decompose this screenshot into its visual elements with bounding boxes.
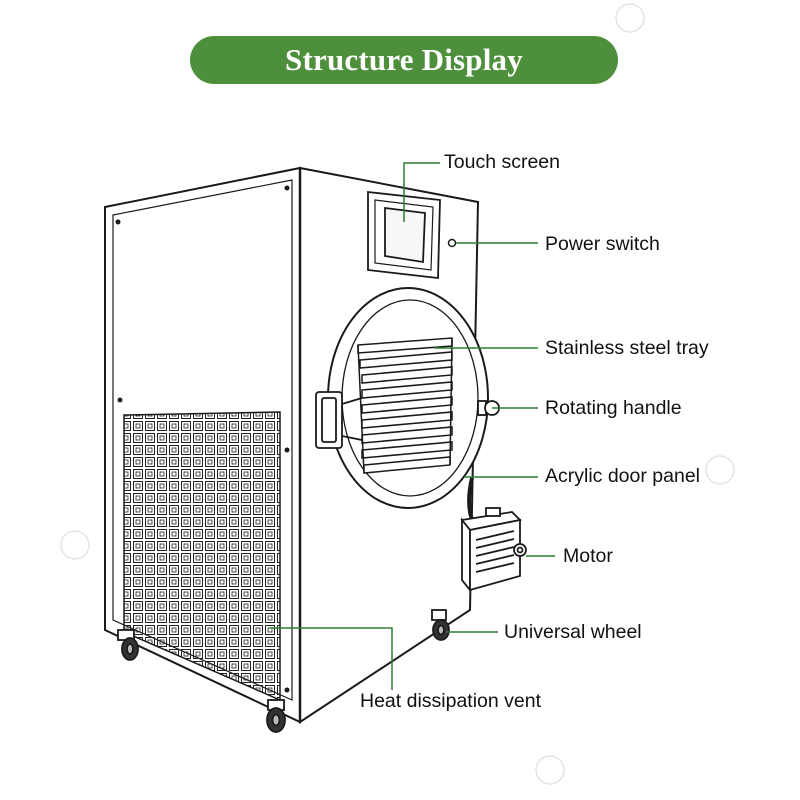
door-hinge: [315, 391, 363, 449]
touch-screen: [367, 190, 441, 280]
motor: [460, 477, 527, 593]
label-rotating-handle: Rotating handle: [545, 397, 682, 419]
label-touch-screen: Touch screen: [444, 151, 560, 173]
label-motor: Motor: [563, 545, 613, 567]
acrylic-door: [327, 287, 489, 509]
universal-wheel: [117, 609, 450, 733]
heat-dissipation-vent: [123, 411, 281, 702]
page-title: Structure Display: [285, 42, 523, 77]
power-switch: [447, 238, 457, 248]
label-power-switch: Power switch: [545, 233, 660, 255]
stainless-steel-tray: [357, 337, 453, 474]
leader-lines: [270, 162, 555, 690]
label-stainless-steel-tray: Stainless steel tray: [545, 337, 709, 359]
label-acrylic-door-panel: Acrylic door panel: [545, 465, 700, 487]
label-universal-wheel: Universal wheel: [504, 621, 642, 643]
title-banner: Structure Display: [190, 36, 618, 84]
label-heat-dissipation-vent: Heat dissipation vent: [360, 690, 542, 712]
